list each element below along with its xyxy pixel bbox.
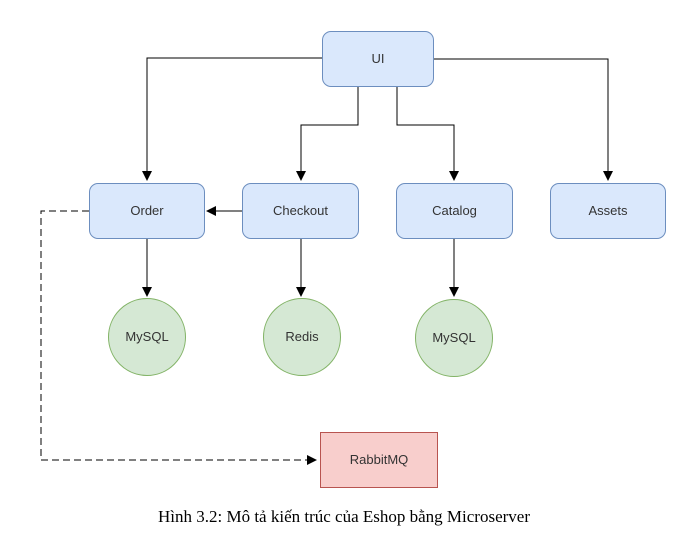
node-ui-label: UI — [371, 51, 385, 67]
node-mysql-catalog-label: MySQL — [432, 330, 476, 346]
node-order-label: Order — [130, 203, 164, 219]
node-redis-label: Redis — [285, 329, 319, 345]
edge-ui-catalog — [396, 87, 459, 181]
node-ui: UI — [322, 31, 434, 87]
edge-ui-order — [142, 57, 322, 181]
figure-caption: Hình 3.2: Mô tả kiến trúc của Eshop bằng… — [157, 507, 531, 526]
node-catalog-label: Catalog — [432, 203, 477, 219]
node-redis: Redis — [263, 298, 341, 376]
edge-ui-assets — [434, 58, 613, 181]
node-checkout: Checkout — [242, 183, 359, 239]
node-mysql-order-label: MySQL — [125, 329, 169, 345]
node-mysql-order: MySQL — [108, 298, 186, 376]
node-order: Order — [89, 183, 205, 239]
node-assets-label: Assets — [588, 203, 628, 219]
node-checkout-label: Checkout — [273, 203, 328, 219]
node-rabbitmq-label: RabbitMQ — [349, 452, 409, 468]
edge-ui-checkout — [296, 87, 359, 181]
edge-order-rabbitmq — [40, 210, 317, 465]
node-mysql-catalog: MySQL — [415, 299, 493, 377]
node-catalog: Catalog — [396, 183, 513, 239]
node-assets: Assets — [550, 183, 666, 239]
node-rabbitmq: RabbitMQ — [320, 432, 438, 488]
